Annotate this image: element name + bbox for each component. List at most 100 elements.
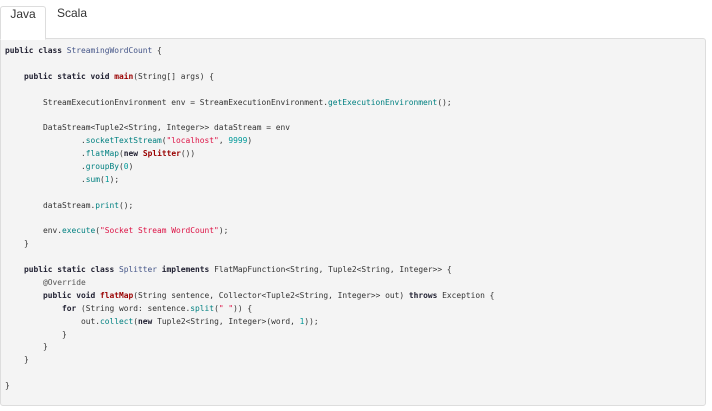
code-token-pl: . (5, 149, 86, 159)
code-token-kw: throws (408, 290, 443, 300)
tab-java[interactable]: Java (0, 6, 46, 40)
code-token-ann: @Override (43, 278, 86, 288)
code-token-fn: main (114, 71, 134, 81)
code-token-pl: ()) (180, 149, 196, 159)
code-token-kw: new (123, 149, 143, 159)
code-token-kw: for (62, 303, 82, 313)
code-line: .groupBy(0) (5, 161, 494, 174)
code-block: public class StreamingWordCount { public… (5, 45, 494, 393)
code-line: } (5, 380, 494, 393)
code-token-pl: ( (161, 136, 167, 146)
code-token-pl (5, 265, 24, 274)
code-token-pl: out. (5, 316, 101, 326)
code-line (5, 84, 494, 97)
code-line (5, 109, 494, 122)
code-line: public static class Splitter implements … (5, 264, 494, 277)
code-token-pl: (String word: sentence. (81, 303, 191, 313)
code-token-call: split (190, 303, 215, 313)
code-panel: public class StreamingWordCount { public… (0, 38, 706, 406)
code-token-pl: (String[] args) { (133, 71, 215, 81)
code-token-pl: ( (95, 226, 101, 236)
code-token-call: collect (100, 316, 134, 326)
code-token-pl: , (218, 136, 229, 146)
code-token-pl: { (152, 46, 162, 55)
code-token-pl (5, 291, 43, 300)
code-token-kw: public void (43, 290, 101, 300)
code-line: for (String word: sentence.split(" ")) { (5, 303, 494, 316)
code-line: } (5, 238, 494, 251)
code-token-num: 1 (104, 174, 110, 184)
code-token-pl: )); (304, 316, 319, 326)
code-token-pl: ( (214, 303, 219, 313)
code-token-pl: ) (247, 136, 253, 146)
code-token-kw: public class (5, 46, 67, 55)
code-token-pl: } (5, 239, 29, 249)
code-token-pl: ); (218, 226, 229, 236)
code-token-pl: . (5, 174, 86, 184)
code-token-call: flatMap (85, 149, 120, 159)
code-token-call: sum (85, 174, 101, 184)
language-tabs: Java Scala (0, 6, 712, 40)
code-token-pl: . (5, 136, 86, 146)
code-line (5, 187, 494, 200)
code-line: .flatMap(new Splitter()) (5, 148, 494, 161)
code-token-pl: Tuple2<String, Integer>(word, (157, 316, 300, 326)
code-token-cls: Splitter (119, 265, 158, 275)
code-token-pl: ( (133, 316, 139, 326)
code-token-pl (5, 304, 62, 313)
code-line: public static void main(String[] args) { (5, 71, 494, 84)
code-token-pl: } (5, 355, 29, 365)
code-token-pl (5, 278, 43, 287)
code-token-pl: FlatMapFunction<String, Tuple2<String, I… (214, 265, 452, 275)
code-line: env.execute("Socket Stream WordCount"); (5, 225, 494, 238)
code-token-fn: flatMap (100, 290, 134, 300)
code-line: StreamExecutionEnvironment env = StreamE… (5, 97, 494, 110)
code-line: DataStream<Tuple2<String, Integer>> data… (5, 122, 494, 135)
code-line: public void flatMap(String sentence, Col… (5, 290, 494, 303)
code-token-pl: (); (437, 97, 452, 107)
code-token-pl: ( (119, 149, 124, 159)
code-line: .sum(1); (5, 174, 494, 187)
code-token-pl: env. (5, 226, 63, 236)
code-line (5, 251, 494, 264)
code-line: @Override (5, 277, 494, 290)
code-token-str: "Socket Stream WordCount" (100, 226, 219, 236)
code-token-pl: } (5, 342, 48, 352)
code-token-pl: Exception { (442, 290, 495, 300)
code-line: } (5, 354, 494, 367)
code-token-call: execute (62, 226, 96, 236)
code-token-pl: ) (128, 162, 134, 172)
tab-scala[interactable]: Scala (56, 6, 88, 20)
code-token-kw: public static void (24, 71, 115, 81)
code-token-cls: StreamingWordCount (66, 46, 153, 55)
code-token-pl: } (5, 329, 67, 339)
code-token-call: socketTextStream (85, 136, 162, 146)
code-token-pl: )) { (233, 303, 253, 313)
code-line (5, 213, 494, 226)
code-token-pl: ( (119, 162, 124, 172)
code-line (5, 367, 494, 380)
code-line: } (5, 341, 494, 354)
code-token-pl: StreamExecutionEnvironment env = StreamE… (5, 97, 329, 107)
code-line: .socketTextStream("localhost", 9999) (5, 135, 494, 148)
code-token-call: getExecutionEnvironment (328, 97, 438, 107)
code-token-num: 1 (299, 316, 305, 326)
code-line (5, 58, 494, 71)
code-token-kw: public static class (24, 265, 120, 275)
code-token-kw: new (138, 316, 158, 326)
code-line: dataStream.print(); (5, 200, 494, 213)
code-token-pl: (String sentence, Collector<Tuple2<Strin… (133, 290, 409, 300)
code-token-call: print (95, 200, 120, 210)
code-token-pl: } (5, 381, 10, 391)
code-token-str: " " (218, 303, 234, 313)
code-line: out.collect(new Tuple2<String, Integer>(… (5, 316, 494, 329)
code-line: } (5, 329, 494, 342)
code-token-pl: ( (100, 174, 105, 184)
code-token-pl: DataStream<Tuple2<String, Integer>> data… (5, 123, 291, 133)
code-line: public class StreamingWordCount { (5, 45, 494, 58)
code-token-pl: dataStream. (5, 200, 96, 210)
code-token-kw: implements (157, 265, 215, 275)
code-token-pl (5, 72, 24, 81)
code-token-call: groupBy (85, 162, 120, 172)
code-token-num: 0 (123, 162, 129, 172)
